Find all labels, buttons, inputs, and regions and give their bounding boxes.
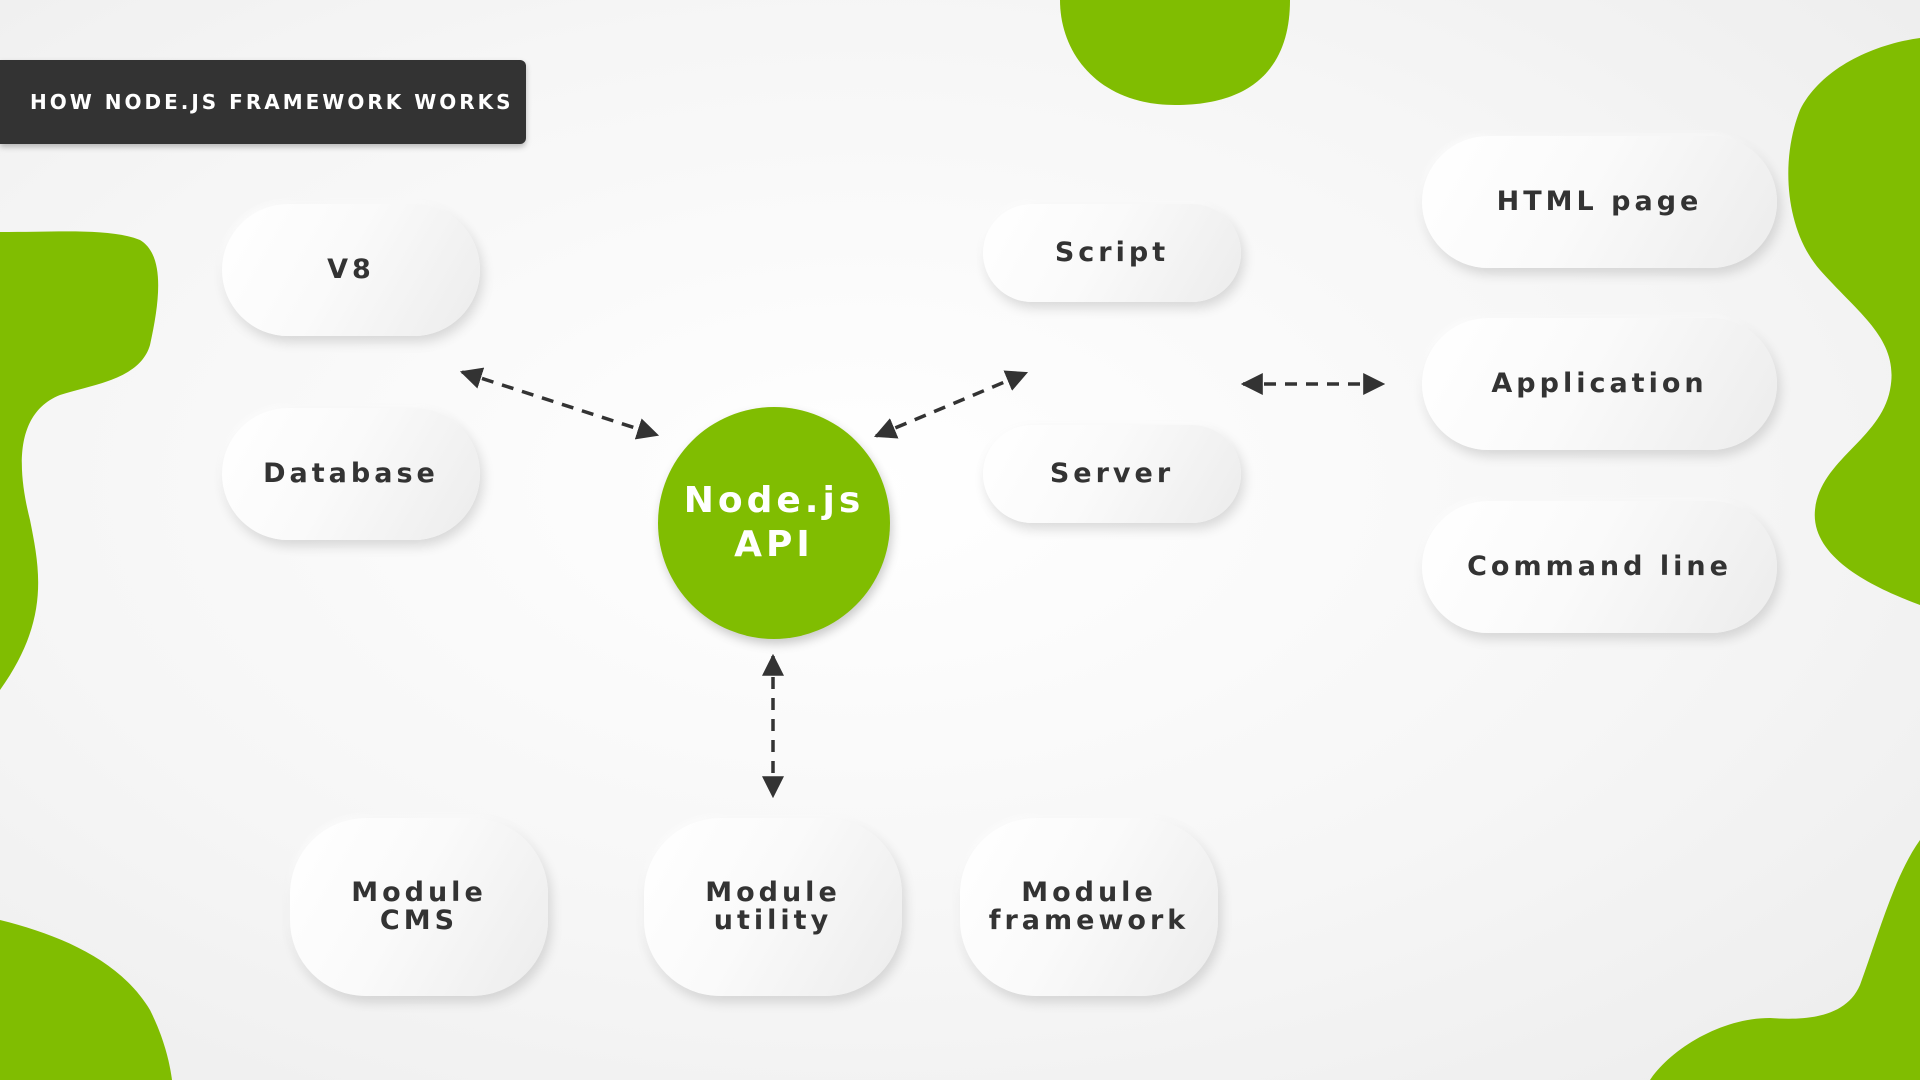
nodejs-api-hub: Node.js API	[658, 407, 890, 639]
node-module-cms-label: Module CMS	[351, 877, 487, 936]
blob-bottom-right	[1650, 840, 1920, 1080]
node-module-utility-label: Module utility	[705, 877, 841, 936]
node-script-label: Script	[1054, 237, 1170, 268]
node-module-cms: Module CMS	[290, 818, 548, 996]
title-banner: HOW NODE.JS FRAMEWORK WORKS	[0, 60, 526, 144]
node-application: Application	[1422, 318, 1777, 450]
hub-label: Node.js API	[683, 480, 865, 565]
node-script: Script	[983, 204, 1241, 302]
node-server: Server	[983, 425, 1241, 523]
diagram-title: HOW NODE.JS FRAMEWORK WORKS	[30, 90, 514, 114]
node-module-framework-label: Module framework	[988, 877, 1190, 936]
node-html-page-label: HTML page	[1496, 186, 1703, 217]
blob-top-center	[1060, 0, 1290, 105]
node-server-label: Server	[1049, 458, 1175, 489]
blob-left	[0, 231, 159, 691]
node-database-label: Database	[263, 458, 439, 489]
node-database: Database	[222, 408, 480, 540]
node-command-line-label: Command line	[1467, 551, 1732, 582]
blob-bottom-left	[0, 920, 172, 1080]
node-command-line: Command line	[1422, 501, 1777, 633]
node-html-page: HTML page	[1422, 136, 1777, 268]
node-v8: V8	[222, 204, 480, 336]
node-v8-label: V8	[327, 254, 375, 285]
node-module-utility: Module utility	[644, 818, 902, 996]
node-application-label: Application	[1491, 368, 1708, 399]
blob-right	[1788, 38, 1920, 605]
node-module-framework: Module framework	[960, 818, 1218, 996]
